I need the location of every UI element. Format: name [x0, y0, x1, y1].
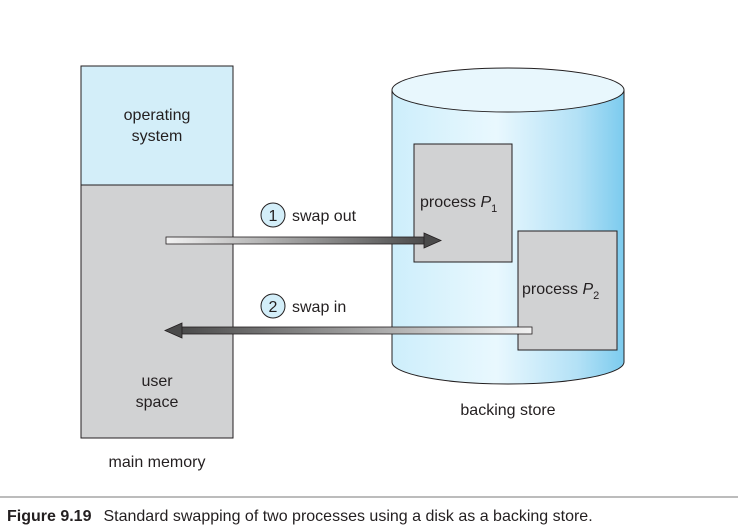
figure-caption: Figure 9.19 Standard swapping of two proc… [7, 508, 593, 525]
swap-in-arrow: 2 swap in [164, 293, 533, 339]
swap-in-label: swap in [292, 299, 346, 316]
disk-top [391, 67, 625, 113]
swap-out-shaft [165, 236, 427, 245]
os-label-line1: operating [124, 107, 191, 124]
os-label-line2: system [132, 128, 183, 145]
step-1-number: 1 [269, 208, 278, 225]
user-space-label-line1: user [141, 373, 173, 390]
process-p2-label: process P2 [522, 281, 599, 302]
swap-in-arrowhead [164, 322, 183, 339]
swap-in-shaft [179, 326, 533, 335]
figure-number: Figure 9.19 [7, 508, 92, 525]
main-memory-caption: main memory [109, 454, 206, 471]
swap-out-arrowhead [423, 232, 442, 249]
operating-system-region [80, 65, 234, 186]
swap-out-label: swap out [292, 208, 357, 225]
step-1-circle [260, 202, 286, 228]
figure-caption-text: Standard swapping of two processes using… [103, 508, 592, 525]
process-p2: process P2 [517, 230, 618, 351]
main-memory: operating system user space main memory [80, 65, 234, 471]
step-2-number: 2 [269, 299, 278, 316]
process-p2-box [517, 230, 618, 351]
user-space-region [80, 184, 234, 439]
process-p1-label: process P1 [420, 194, 497, 215]
user-space-label-line2: space [136, 394, 179, 411]
step-2-circle [260, 293, 286, 319]
swap-out-arrow: 1 swap out [165, 202, 442, 249]
backing-store-caption: backing store [460, 402, 555, 419]
